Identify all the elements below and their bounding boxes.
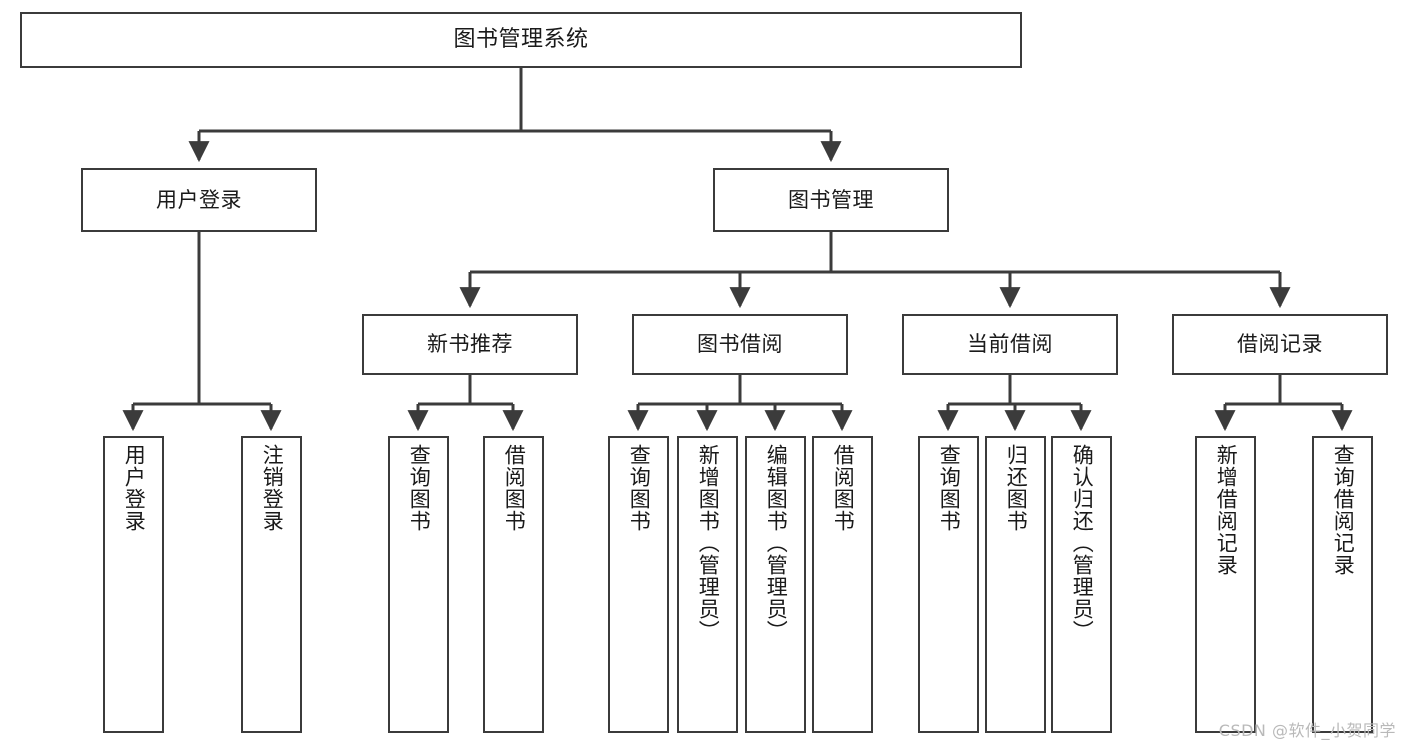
node-label: 图书借阅: [697, 332, 783, 357]
node-label: 新增借阅记录: [1214, 444, 1239, 576]
node-current-borrow[interactable]: 当前借阅: [902, 314, 1118, 375]
leaf-book-borrow-query[interactable]: 查询图书: [608, 436, 669, 733]
leaf-new-book-borrow[interactable]: 借阅图书: [483, 436, 544, 733]
leaf-current-borrow-return[interactable]: 归还图书: [985, 436, 1046, 733]
watermark: CSDN @软件_小贺同学: [1218, 721, 1396, 740]
leaf-current-borrow-query[interactable]: 查询图书: [918, 436, 979, 733]
node-book-borrow[interactable]: 图书借阅: [632, 314, 848, 375]
node-label: 确认归还（管理员）: [1070, 444, 1095, 642]
node-label: 借阅图书: [502, 444, 527, 532]
node-book-management[interactable]: 图书管理: [713, 168, 949, 232]
node-root-system[interactable]: 图书管理系统: [20, 12, 1022, 68]
node-user-login[interactable]: 用户登录: [81, 168, 317, 232]
node-label: 注销登录: [260, 444, 285, 532]
leaf-user-login-login[interactable]: 用户登录: [103, 436, 164, 733]
node-label: 用户登录: [122, 444, 147, 532]
leaf-book-borrow-edit[interactable]: 编辑图书（管理员）: [745, 436, 806, 733]
leaf-current-borrow-confirm-return[interactable]: 确认归还（管理员）: [1051, 436, 1112, 733]
node-label: 查询借阅记录: [1331, 444, 1356, 576]
leaf-book-borrow-borrow[interactable]: 借阅图书: [812, 436, 873, 733]
node-label: 图书管理系统: [453, 26, 589, 52]
node-label: 查询图书: [627, 444, 652, 532]
node-label: 归还图书: [1004, 444, 1029, 532]
leaf-borrow-record-query[interactable]: 查询借阅记录: [1312, 436, 1373, 733]
leaf-user-login-logout[interactable]: 注销登录: [241, 436, 302, 733]
node-label: 图书管理: [788, 187, 874, 212]
node-label: 查询图书: [407, 444, 432, 532]
node-label: 借阅图书: [831, 444, 856, 532]
node-new-book-recommend[interactable]: 新书推荐: [362, 314, 578, 375]
leaf-new-book-query[interactable]: 查询图书: [388, 436, 449, 733]
node-label: 查询图书: [937, 444, 962, 532]
node-label: 用户登录: [156, 187, 242, 212]
leaf-book-borrow-add[interactable]: 新增图书（管理员）: [677, 436, 738, 733]
node-label: 新书推荐: [427, 332, 513, 357]
node-label: 编辑图书（管理员）: [764, 444, 789, 642]
node-label: 借阅记录: [1237, 332, 1323, 357]
node-label: 当前借阅: [967, 332, 1053, 357]
node-label: 新增图书（管理员）: [696, 444, 721, 642]
leaf-borrow-record-add[interactable]: 新增借阅记录: [1195, 436, 1256, 733]
node-borrow-record[interactable]: 借阅记录: [1172, 314, 1388, 375]
